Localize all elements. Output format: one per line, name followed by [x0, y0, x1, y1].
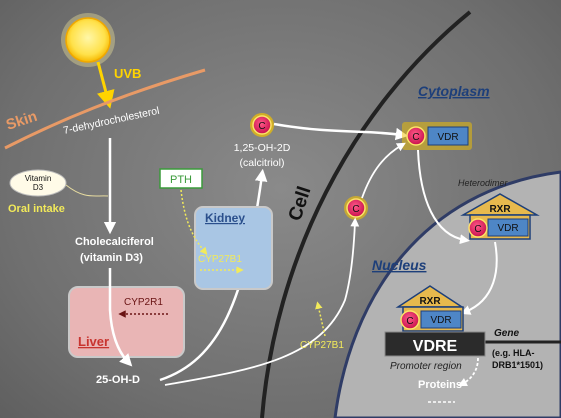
- cell-membrane: [260, 10, 472, 418]
- vdr-to-heterodimer-arrow: [417, 149, 470, 245]
- vitamin-d3-line1: Vitamin: [25, 174, 52, 183]
- pth-box: [159, 168, 203, 189]
- oral-intake-label: Oral intake: [8, 203, 65, 215]
- heterodimer-complex: RXR VDR C: [460, 193, 540, 240]
- cytoplasm-c-molecule: C: [344, 196, 368, 220]
- vitamin-d3-line2: D3: [33, 183, 44, 192]
- calcitriol-line2: (calcitriol): [240, 157, 285, 169]
- nucleus-label: Nucleus: [372, 257, 427, 273]
- proteins-label: Proteins: [418, 379, 462, 391]
- uvb-arrow: [96, 61, 115, 109]
- pth-arrow: [180, 189, 208, 255]
- cyp27b1-kidney-label: CYP27B1: [198, 254, 242, 265]
- svg-text:C: C: [474, 224, 481, 235]
- vdre-to-proteins-arrow: [457, 357, 479, 387]
- skin-layer: [4, 68, 206, 150]
- cell-label: Cell: [285, 184, 316, 224]
- gene-example-line2: DRB1*1501): [492, 360, 543, 370]
- kidney-box: [194, 206, 273, 290]
- ohd-label: 25-OH-D: [96, 374, 140, 386]
- heterodimer-to-vdre-arrow: [460, 241, 498, 315]
- svg-text:VDR: VDR: [430, 315, 451, 326]
- cytoplasm-label: Cytoplasm: [418, 83, 490, 99]
- dehydrocholesterol-label: 7-dehydrocholesterol: [62, 105, 160, 137]
- calcitriol-molecule: C: [250, 113, 274, 137]
- pth-label: PTH: [170, 174, 192, 186]
- promoter-region-label: Promoter region: [390, 361, 462, 372]
- vitamin-d3-ellipse: [9, 169, 67, 197]
- vdre-box: [384, 331, 486, 357]
- cyp27b1-cell-label: CYP27B1: [300, 340, 344, 351]
- gene-label: Gene: [494, 328, 519, 339]
- svg-text:VDR: VDR: [437, 132, 458, 143]
- skin-label: Skin: [4, 108, 39, 134]
- bound-complex: RXR VDR C: [395, 285, 465, 332]
- cyp27b1-cell-arrow: [315, 301, 326, 337]
- cytoplasm-c-vdr-complex: C VDR: [402, 122, 472, 150]
- cholecalciferol-to-ohd-arrow: [108, 268, 133, 367]
- svg-text:C: C: [352, 204, 359, 215]
- gene-example-line1: (e.g. HLA-: [492, 348, 535, 358]
- svg-text:RXR: RXR: [419, 296, 441, 307]
- cyp2r1-label: CYP2R1: [124, 297, 163, 308]
- cholecalciferol-line2: (vitamin D3): [80, 252, 143, 264]
- sun-icon: [61, 13, 115, 67]
- ohd-to-cell-arrow: [164, 217, 360, 386]
- liver-label: Liver: [78, 334, 109, 349]
- cholecalciferol-line1: Cholecalciferol: [75, 236, 154, 248]
- calcitriol-to-vdr-arrow: [273, 122, 409, 141]
- oral-intake-line: [65, 184, 109, 197]
- heterodimer-label: Heterodimer: [458, 178, 509, 188]
- calcitriol-line1: 1,25-OH-2D: [234, 142, 291, 154]
- vdre-label: VDRE: [413, 338, 458, 355]
- svg-text:VDR: VDR: [497, 223, 518, 234]
- svg-text:C: C: [406, 316, 413, 327]
- svg-text:C: C: [258, 121, 265, 132]
- kidney-label: Kidney: [205, 211, 245, 225]
- svg-text:RXR: RXR: [489, 204, 511, 215]
- uvb-label: UVB: [114, 66, 141, 81]
- svg-text:C: C: [412, 132, 419, 143]
- c-to-vdr-arrow: [361, 142, 406, 199]
